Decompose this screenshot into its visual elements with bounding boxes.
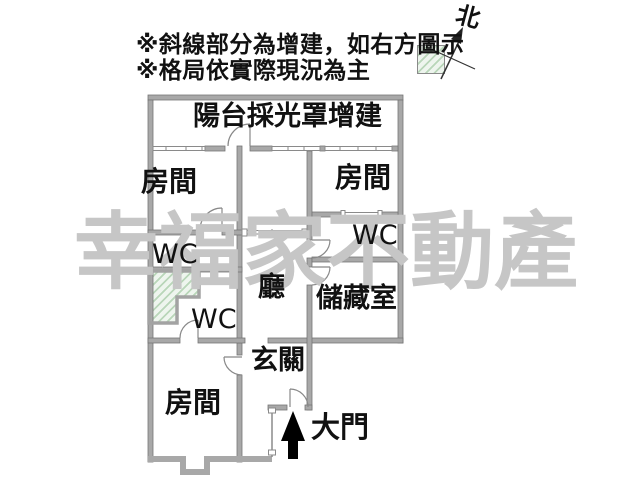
door-storage [311, 266, 331, 286]
door-room-bl [223, 356, 243, 376]
door-wc-r [311, 239, 331, 259]
wall-balcony-sill [319, 145, 326, 152]
wall-center-left [236, 374, 243, 463]
legend-line-1: ※斜線部分為增建，如右方圖示 [136, 32, 465, 58]
label-balcony: 陽台採光罩增建 [193, 101, 382, 132]
wall-wc-ll-bottom [197, 337, 246, 344]
wall-balcony-sill [249, 145, 273, 152]
doors [179, 123, 331, 408]
label-wc-upper-left: WC [152, 239, 198, 270]
wall-balcony-sill [391, 145, 399, 152]
compass-arrow-head [451, 27, 463, 44]
door-room-tl [199, 207, 223, 231]
room-tr-opening [340, 210, 383, 219]
compass [432, 27, 476, 80]
label-living-room: 廳 [258, 272, 285, 303]
label-storage-room: 儲藏室 [316, 283, 397, 314]
label-wc-lower-left: WC [191, 304, 237, 335]
label-room-bottom-left: 房間 [165, 386, 222, 419]
door-wc-ll [179, 319, 199, 339]
wall-top [147, 94, 404, 101]
main-door-arrow [281, 411, 305, 459]
wall-wc-ll-bottom [147, 337, 181, 344]
wall-bottom-notched [148, 456, 272, 475]
wall-wc-r-bottom [311, 256, 399, 263]
wall-room-tl-bottom [147, 229, 201, 236]
label-entry-hall: 玄關 [251, 345, 305, 376]
living-divider [241, 228, 308, 237]
label-wc-right: WC [352, 220, 398, 251]
label-room-top-left: 房間 [141, 165, 198, 198]
label-main-door: 大門 [311, 410, 370, 444]
wall-balcony-sill [204, 145, 226, 152]
wall-center-right [306, 257, 313, 268]
legend-line-2: ※格局依實際現況為主 [136, 58, 371, 84]
windows [152, 146, 393, 151]
entry-railing [268, 407, 276, 457]
addition-outline [147, 269, 201, 325]
door-balcony [227, 123, 251, 147]
wall-storage-bottom [267, 337, 404, 344]
watermark: 幸福家不動產 [74, 203, 579, 301]
wall-center-right [306, 284, 313, 411]
wall-center-left [236, 342, 243, 356]
compass-cross-line [432, 49, 476, 70]
door-main [289, 388, 309, 408]
label-room-top-right: 房間 [335, 161, 392, 194]
legend-hatch-swatch [417, 45, 445, 74]
